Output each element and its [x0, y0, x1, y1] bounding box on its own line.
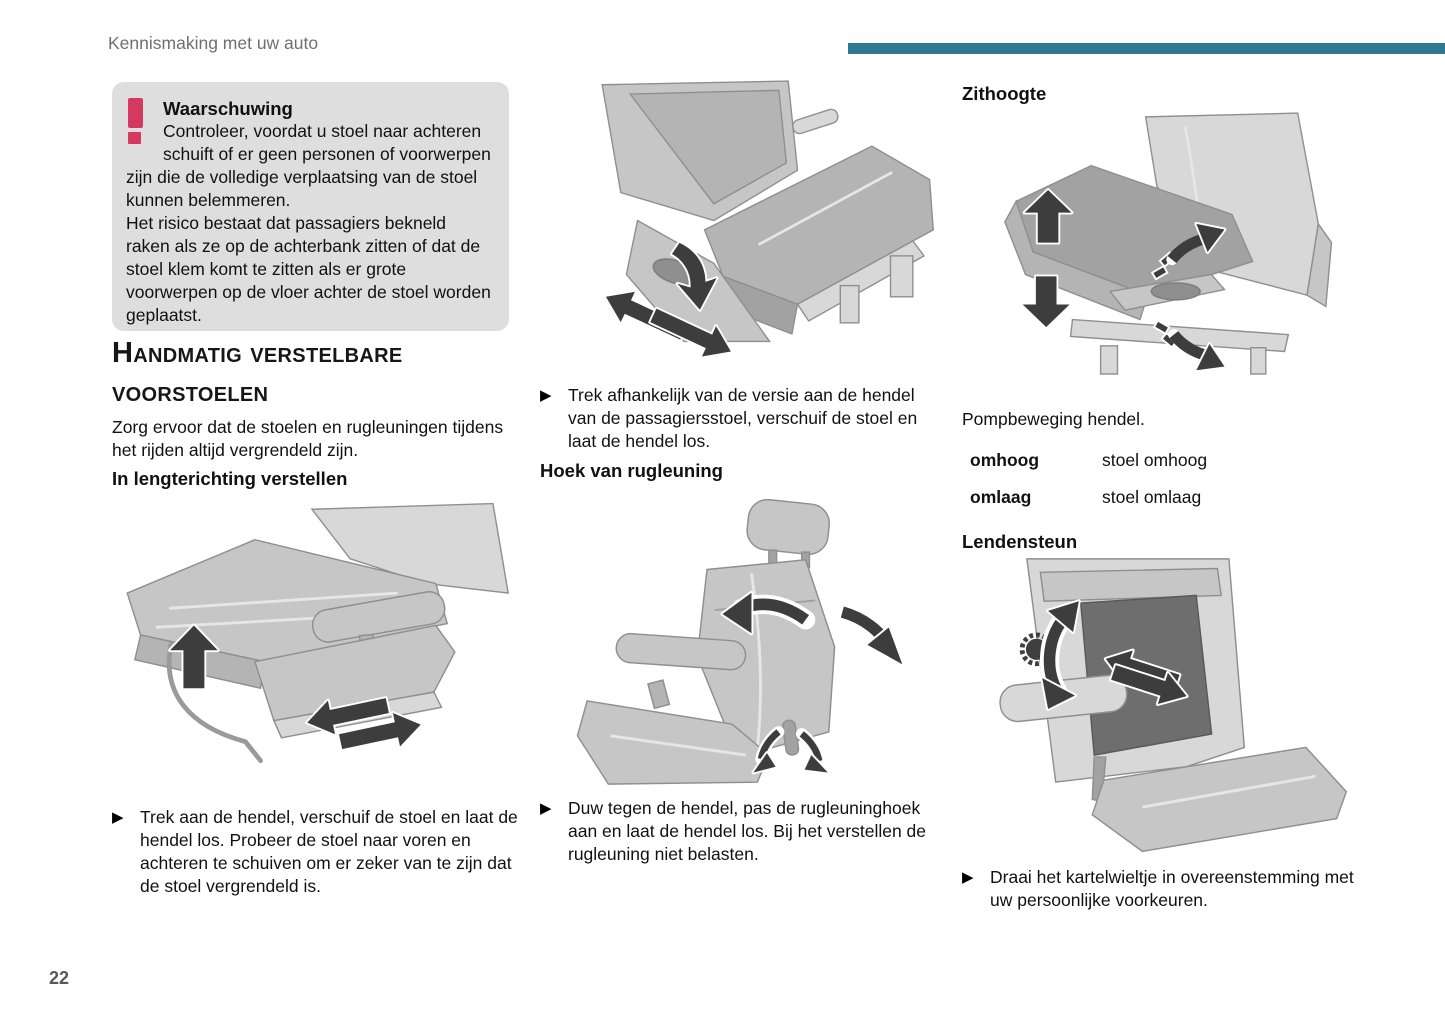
- section-intro: Zorg ervoor dat de stoelen en rugleuning…: [112, 417, 504, 460]
- instruction-driver-slide: ▶ Trek aan de hendel, verschuif de stoel…: [112, 806, 527, 898]
- subheading-lumbar: Lendensteun: [962, 531, 1078, 552]
- pump-label: Pompbeweging hendel.: [962, 409, 1145, 429]
- bullet-triangle-icon: ▶: [540, 387, 552, 404]
- seat-down-arrow-icon: [1020, 274, 1072, 329]
- seat-slide-driver-drawing: [126, 502, 510, 764]
- recline-backward-arrow-icon: [832, 602, 905, 667]
- seat-recline-illustration: [562, 492, 910, 792]
- warning-exclamation-icon: [128, 98, 148, 146]
- instruction-text: Trek afhankelijk van de versie aan de he…: [568, 385, 918, 451]
- accent-bar: [848, 43, 1445, 54]
- bullet-triangle-icon: ▶: [540, 800, 552, 817]
- instruction-text: Duw tegen de hendel, pas de rugleuningho…: [568, 798, 927, 864]
- seat-lumbar-illustration: [998, 557, 1354, 859]
- bullet-triangle-icon: ▶: [112, 809, 124, 826]
- seat-lumbar-drawing: [999, 558, 1348, 853]
- lever-down-arrow-icon: [670, 240, 719, 312]
- seat-slide-passenger-drawing: [601, 80, 935, 359]
- lumbar-increase-arrow-icon: [1109, 663, 1189, 706]
- recline-forward-arrow-icon: [720, 590, 816, 636]
- slide-backward-arrow-icon: [305, 696, 391, 737]
- seat-height-drawing: [1004, 112, 1333, 375]
- seat-up-arrow-icon: [1022, 188, 1074, 245]
- table-key: omhoog: [970, 450, 1040, 470]
- seat-up-arrow-icon: [168, 623, 220, 691]
- slide-forward-arrow-icon: [648, 306, 733, 359]
- pump-down-arrow-icon: [1152, 319, 1227, 373]
- lever-right-arrow-icon: [795, 728, 830, 775]
- knob-rotate-arrow-icon: [1039, 599, 1081, 711]
- table-key: omlaag: [970, 487, 1032, 507]
- instruction-text: Draai het kartelwieltje in overeenstemmi…: [990, 867, 1354, 910]
- instruction-text: Trek aan de hendel, verschuif de stoel e…: [140, 807, 518, 896]
- warning-paragraph: Controleer, voordat u stoel naar achtere…: [126, 121, 491, 210]
- subheading-seat-height: Zithoogte: [962, 83, 1047, 104]
- table-row: omlaag stoel omlaag: [970, 486, 1360, 509]
- instruction-recline: ▶ Duw tegen de hendel, pas de rugleuning…: [540, 797, 944, 866]
- instruction-passenger-slide: ▶ Trek afhankelijk van de versie aan de …: [540, 384, 944, 453]
- table-value: stoel omhoog: [1102, 450, 1208, 470]
- height-table: omhoog stoel omhoog omlaag stoel omlaag: [970, 449, 1360, 523]
- bullet-triangle-icon: ▶: [962, 869, 974, 886]
- seat-height-illustration: [988, 104, 1354, 400]
- table-row: omhoog stoel omhoog: [970, 449, 1360, 472]
- table-value: stoel omlaag: [1102, 487, 1202, 507]
- subheading-backrest-angle: Hoek van rugleuning: [540, 460, 723, 481]
- slide-forward-arrow-icon: [337, 711, 423, 752]
- warning-paragraph: Het risico bestaat dat passagiers beknel…: [126, 213, 491, 325]
- seat-recline-drawing: [576, 498, 905, 785]
- seat-slide-passenger-illustration: [565, 76, 937, 379]
- running-header: Kennismaking met uw auto: [108, 33, 319, 53]
- page-number: 22: [49, 968, 70, 988]
- instruction-lumbar: ▶ Draai het kartelwieltje in overeenstem…: [962, 866, 1364, 912]
- section-title: Handmatig verstelbare voorstoelen: [112, 337, 403, 408]
- subheading-lengthwise: In lengterichting verstellen: [112, 468, 348, 489]
- warning-box: Waarschuwing Controleer, voordat u stoel…: [112, 82, 509, 331]
- warning-title: Waarschuwing: [163, 98, 293, 119]
- lever-left-arrow-icon: [751, 726, 785, 775]
- pump-up-arrow-icon: [1150, 221, 1227, 281]
- seat-slide-driver-illustration: [112, 497, 512, 792]
